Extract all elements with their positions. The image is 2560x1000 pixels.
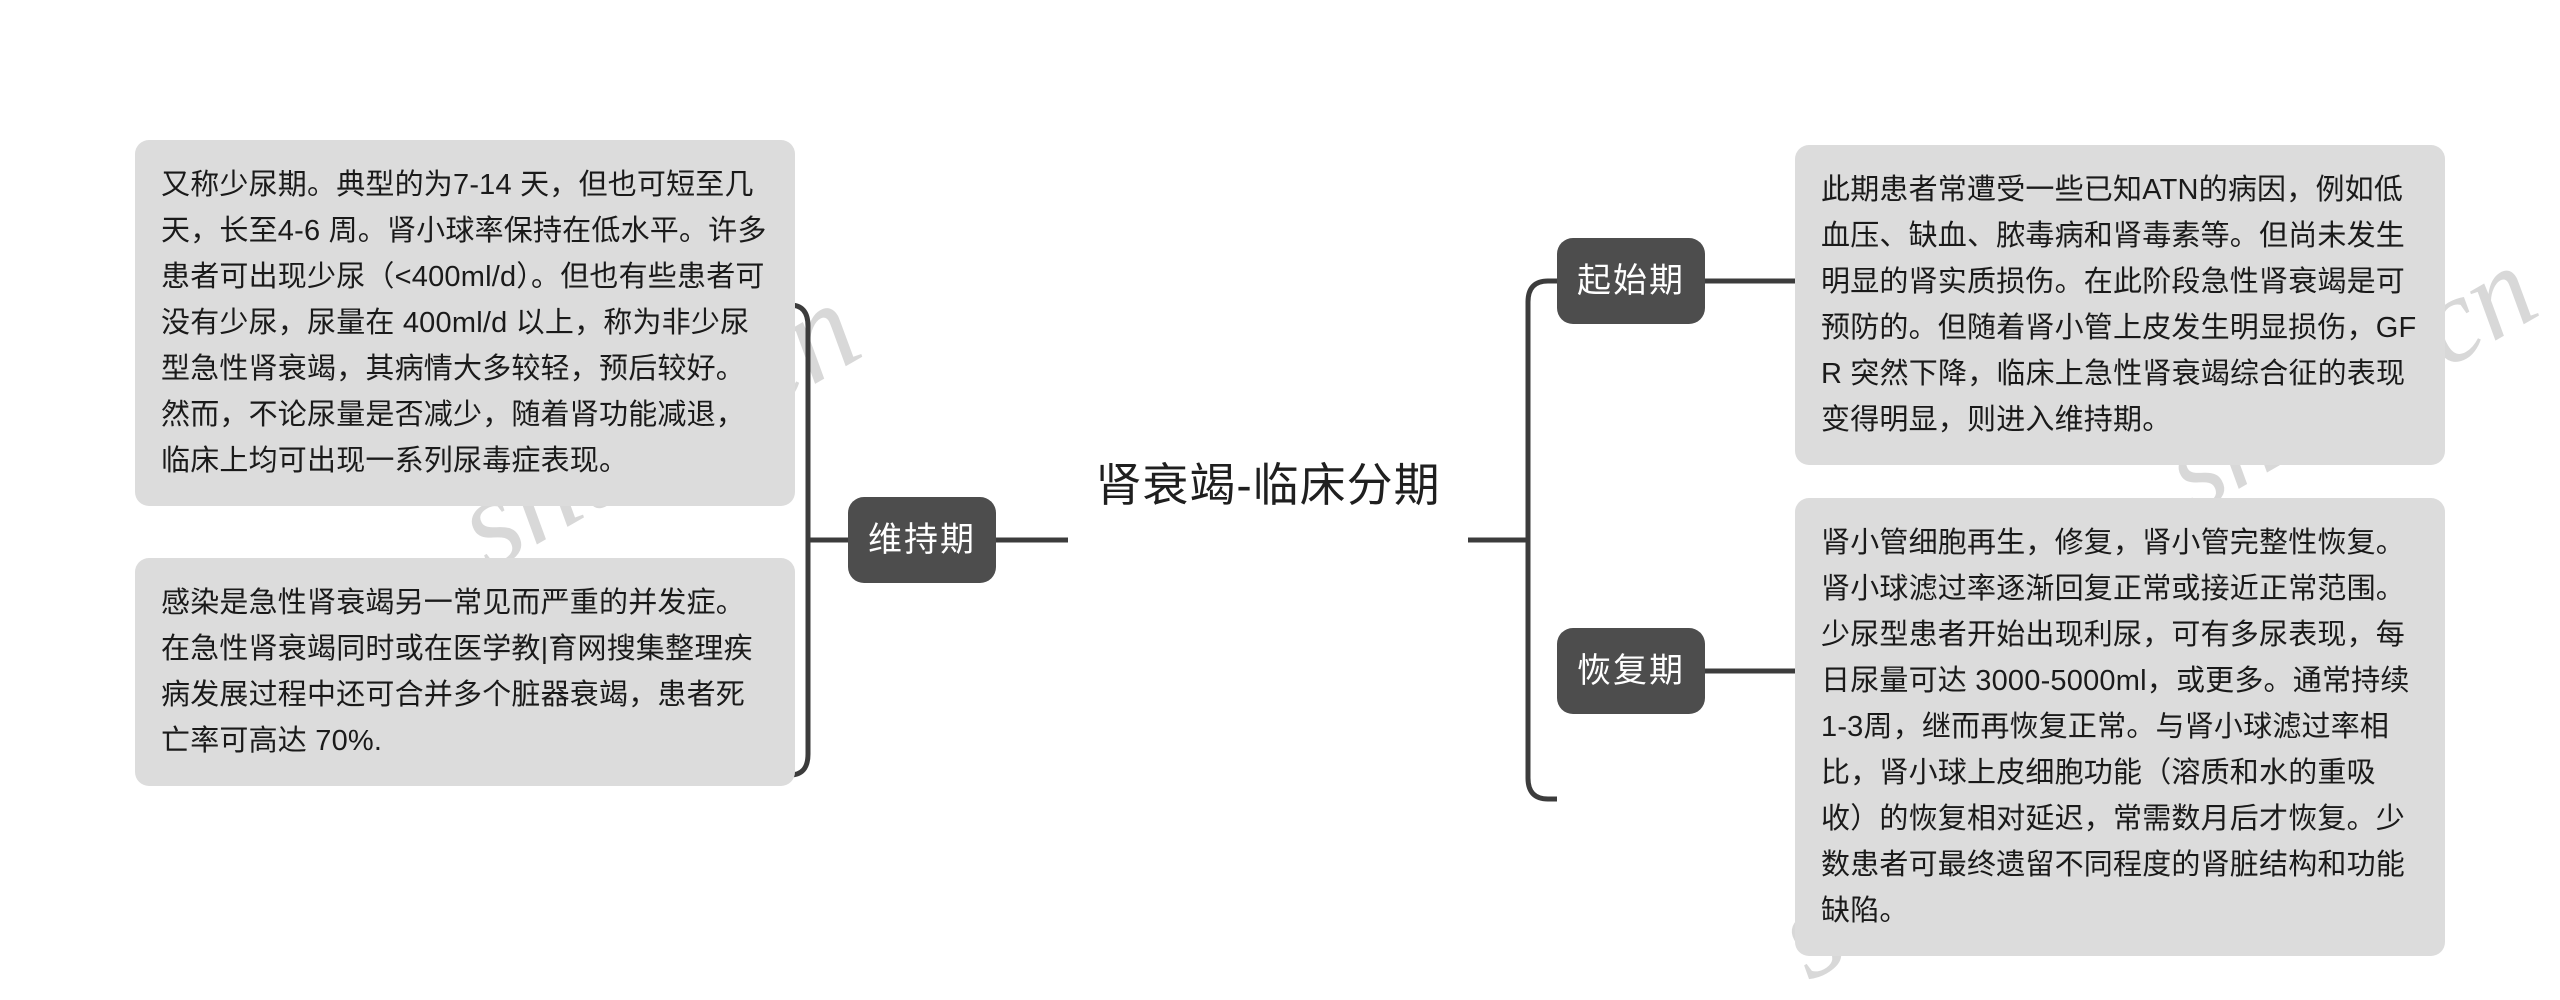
connector-right-bracket bbox=[1525, 278, 1557, 802]
detail-box-huifu-1[interactable]: 肾小管细胞再生，修复，肾小管完整性恢复。肾小球滤过率逐渐回复正常或接近正常范围。… bbox=[1795, 498, 2445, 956]
branch-node-huifu[interactable]: 恢复期 bbox=[1557, 628, 1705, 714]
detail-box-qishi-1[interactable]: 此期患者常遭受一些已知ATN的病因，例如低血压、缺血、脓毒病和肾毒素等。但尚未发… bbox=[1795, 145, 2445, 465]
branch-node-qishi[interactable]: 起始期 bbox=[1557, 238, 1705, 324]
root-node-title[interactable]: 肾衰竭-临床分期 bbox=[1095, 459, 1441, 511]
detail-box-weichi-1[interactable]: 又称少尿期。典型的为7-14 天，但也可短至几天，长至4-6 周。肾小球率保持在… bbox=[135, 140, 795, 506]
detail-box-weichi-2[interactable]: 感染是急性肾衰竭另一常见而严重的并发症。在急性肾衰竭同时或在医学教|育网搜集整理… bbox=[135, 558, 795, 786]
branch-node-weichi[interactable]: 维持期 bbox=[848, 497, 996, 583]
connector-weichi-bracket bbox=[760, 302, 811, 778]
